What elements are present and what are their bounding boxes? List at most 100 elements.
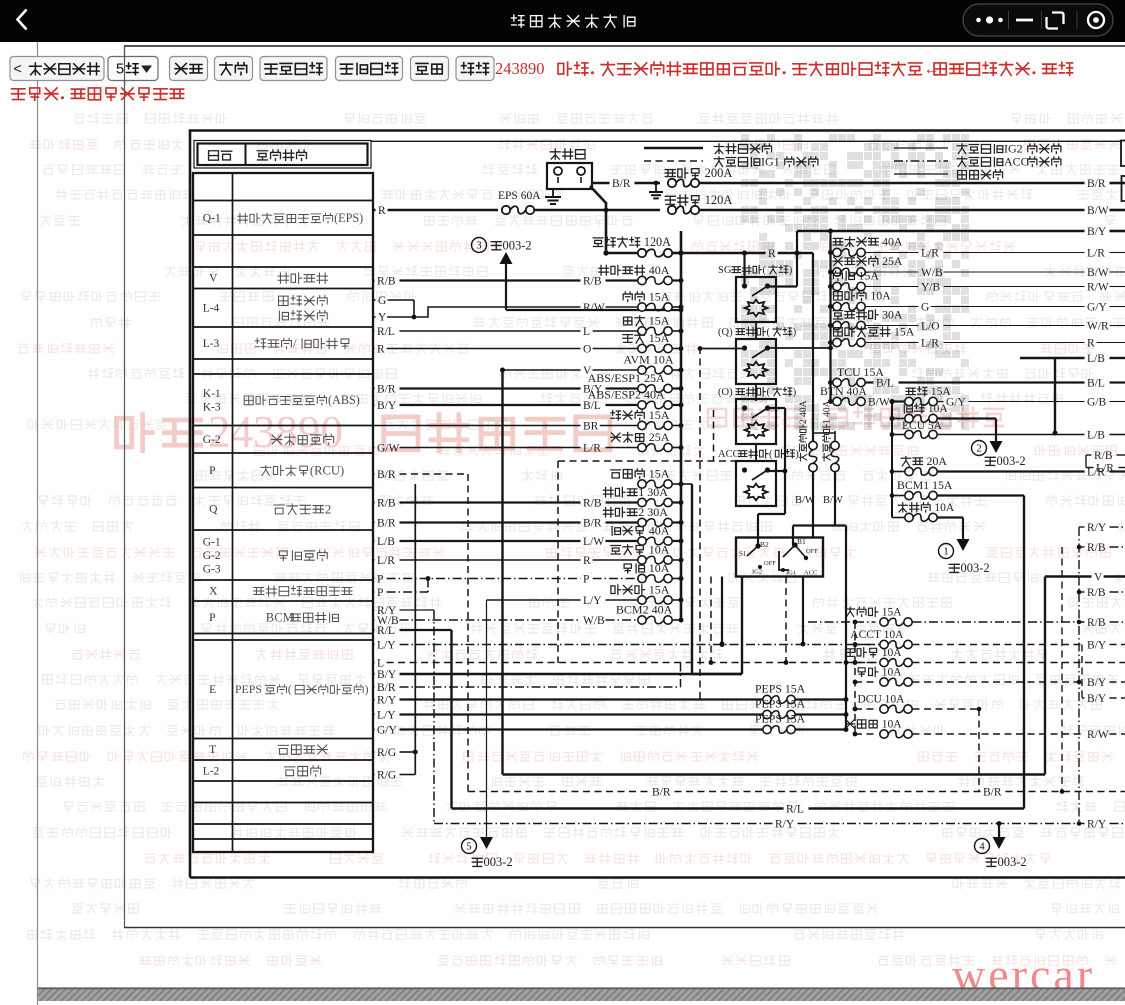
svg-text:B1: B1 [797, 537, 806, 546]
svg-text:(RCU): (RCU) [310, 464, 344, 478]
svg-text:15A: 15A [928, 386, 951, 398]
svg-text:IG1: IG1 [786, 570, 796, 577]
svg-text:ABS/ESP2 40A: ABS/ESP2 40A [588, 388, 665, 402]
svg-text:R: R [583, 555, 591, 567]
svg-text:B/R: B/R [377, 682, 396, 694]
svg-text:G/W: G/W [377, 442, 400, 454]
svg-text:R/B: R/B [377, 497, 396, 509]
svg-text:P: P [209, 465, 215, 477]
svg-text:B/L: B/L [1087, 377, 1105, 389]
svg-text:W/B: W/B [377, 615, 399, 627]
svg-text:5: 5 [116, 62, 124, 78]
svg-text:15A: 15A [646, 408, 670, 422]
svg-text:B/W: B/W [1087, 205, 1109, 217]
svg-text:10A: 10A [879, 647, 902, 659]
svg-text:V: V [583, 365, 592, 377]
svg-text:B/Y: B/Y [1087, 226, 1107, 238]
svg-text:(EPS): (EPS) [334, 211, 363, 225]
svg-text:<: < [13, 62, 26, 78]
svg-text:(: ( [767, 327, 771, 338]
svg-text:003-2: 003-2 [998, 855, 1027, 869]
svg-text:L/R: L/R [377, 555, 395, 567]
svg-text:15A: 15A [856, 269, 880, 283]
svg-text:PEPS 15A: PEPS 15A [755, 697, 806, 711]
svg-text:L/R: L/R [1087, 247, 1105, 259]
svg-text:B2: B2 [760, 540, 769, 549]
svg-text:15A: 15A [646, 331, 670, 345]
svg-text:R/B: R/B [1087, 542, 1106, 554]
svg-text:): ) [795, 449, 799, 460]
svg-text:15A: 15A [879, 607, 902, 619]
svg-text:): ) [793, 387, 797, 398]
svg-text:P: P [377, 587, 383, 599]
svg-text:(: ( [763, 265, 767, 276]
svg-text:15A: 15A [646, 467, 670, 481]
svg-text:120A: 120A [641, 235, 671, 249]
svg-text:R/B: R/B [583, 497, 602, 509]
svg-text:BCM: BCM [266, 611, 294, 625]
svg-text:G-1: G-1 [203, 537, 221, 549]
svg-text:(: ( [767, 387, 771, 398]
svg-text:243890: 243890 [208, 407, 343, 457]
svg-text:B/L: B/L [583, 400, 601, 412]
svg-text:R/Y: R/Y [377, 694, 397, 706]
svg-text:2 30A: 2 30A [638, 505, 668, 519]
svg-text:L/R: L/R [921, 337, 939, 349]
svg-text:B/Y: B/Y [1087, 639, 1107, 651]
svg-text:B/W: B/W [795, 495, 815, 506]
svg-text:L/Y: L/Y [377, 639, 396, 651]
svg-text:B/R: B/R [1087, 178, 1106, 190]
svg-text:L/O: L/O [921, 320, 940, 332]
svg-text:ACC: ACC [1004, 155, 1029, 169]
svg-text:W/B: W/B [583, 615, 605, 627]
svg-text:B/W: B/W [868, 396, 890, 408]
svg-text:B/Y: B/Y [583, 383, 603, 395]
svg-text:SG: SG [718, 265, 732, 276]
svg-text:G/Y: G/Y [1087, 301, 1108, 313]
svg-text:B/R: B/R [377, 517, 396, 529]
svg-text:4: 4 [979, 842, 985, 853]
svg-text:G/Y: G/Y [946, 396, 967, 408]
svg-text:DCU 10A: DCU 10A [858, 694, 906, 706]
svg-text:003-2: 003-2 [503, 239, 532, 253]
svg-text:): ) [789, 265, 793, 276]
svg-text:40A: 40A [646, 263, 670, 277]
svg-text:L-2: L-2 [203, 766, 220, 778]
svg-text:15A: 15A [646, 290, 670, 304]
svg-text:B/R: B/R [612, 178, 631, 190]
svg-text:X: X [209, 586, 218, 598]
svg-text:O: O [583, 343, 591, 355]
svg-text:30A: 30A [879, 308, 903, 322]
svg-text:(: ( [288, 682, 292, 696]
svg-text:L/B: L/B [377, 536, 395, 548]
svg-text:10A: 10A [646, 543, 670, 557]
svg-text:L-3: L-3 [203, 338, 220, 350]
svg-text:ACC: ACC [718, 449, 740, 460]
svg-text:B/Y: B/Y [1087, 677, 1107, 689]
svg-text:20A: 20A [924, 454, 948, 468]
svg-text:W/B: W/B [921, 267, 943, 279]
svg-text:1 40A: 1 40A [823, 400, 833, 424]
svg-text:V: V [1094, 571, 1103, 583]
svg-text:15A: 15A [646, 314, 670, 328]
svg-text:L: L [377, 657, 384, 669]
svg-text:R/Y: R/Y [775, 818, 795, 830]
svg-text:K-1: K-1 [203, 388, 221, 400]
svg-text:15A: 15A [646, 583, 670, 597]
svg-text:BR: BR [583, 420, 599, 432]
svg-text:IG2: IG2 [752, 569, 762, 576]
svg-text:B/Y: B/Y [1087, 693, 1107, 705]
svg-text:Y/B: Y/B [921, 281, 941, 293]
svg-text:40A: 40A [646, 524, 670, 538]
svg-text:10A: 10A [879, 719, 902, 731]
svg-text:L/Y: L/Y [377, 709, 396, 721]
svg-text:S1: S1 [739, 550, 747, 558]
svg-text:B/R: B/R [983, 786, 1002, 798]
svg-text:10A: 10A [879, 667, 902, 679]
svg-text:R/W: R/W [583, 302, 605, 314]
svg-text:E: E [209, 684, 216, 696]
svg-text:B/R: B/R [583, 517, 602, 529]
svg-text:10A: 10A [925, 403, 948, 415]
svg-text:T: T [209, 744, 216, 756]
svg-text:1 30A: 1 30A [638, 485, 668, 499]
